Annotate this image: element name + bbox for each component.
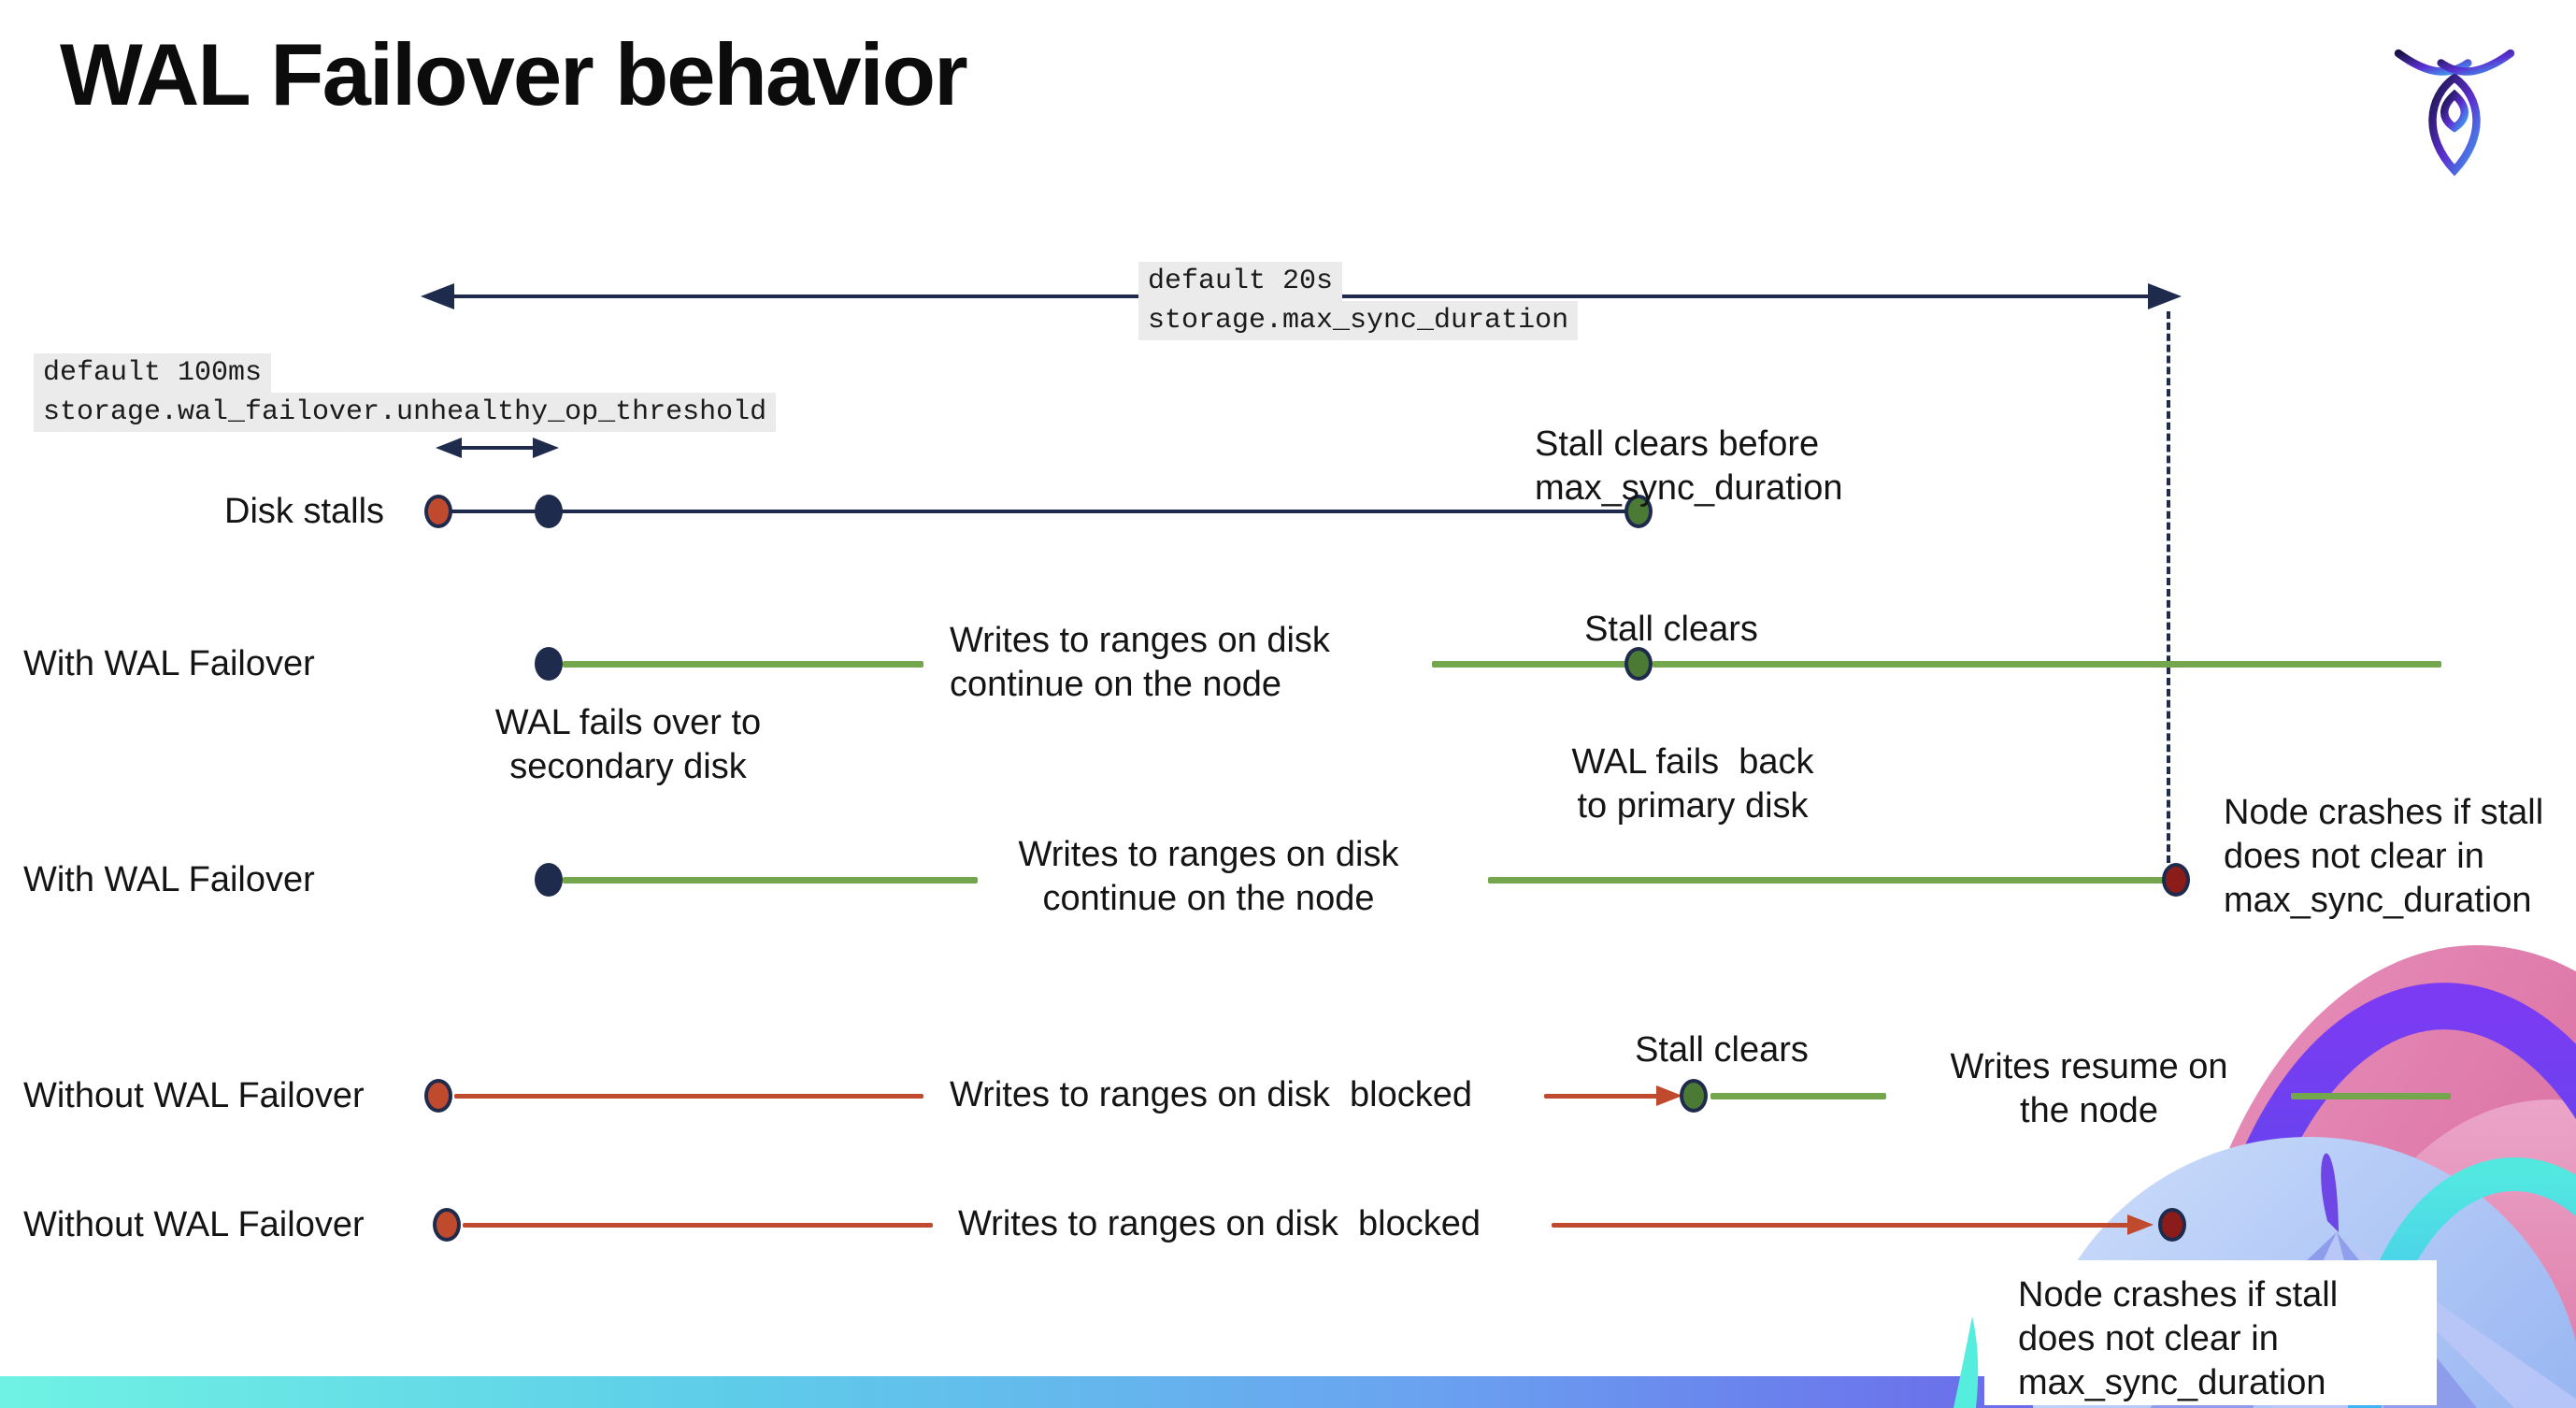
without-wal-a-writes-note: Writes to ranges on disk blocked bbox=[950, 1075, 1473, 1114]
without-wal-b-crash-note: Node crashes if stall does not clear in … bbox=[2018, 1275, 2339, 1402]
page-title: WAL Failover behavior bbox=[60, 25, 968, 123]
crash-dot bbox=[2162, 863, 2190, 897]
crash-note-box: Node crashes if stall does not clear in … bbox=[1984, 1260, 2437, 1405]
without-wal-a-stall-clears-label: Stall clears bbox=[1635, 1030, 1809, 1070]
without-wal-b-arrow-segment bbox=[1552, 1223, 2133, 1228]
row-label-without-wal-a: Without WAL Failover bbox=[23, 1076, 365, 1115]
row-label-disk-stalls: Disk stalls bbox=[224, 492, 385, 531]
unhealthy-op-threshold-arrow-line bbox=[449, 446, 538, 450]
failback-dot bbox=[1624, 647, 1653, 681]
failover-dot-2 bbox=[535, 863, 563, 897]
row-label-with-wal-b: With WAL Failover bbox=[23, 860, 315, 899]
with-wal-a-segment-2 bbox=[1432, 661, 1626, 668]
disk-stalls-timeline bbox=[438, 510, 1639, 513]
threshold-dot bbox=[535, 495, 563, 528]
with-wal-a-segment-3 bbox=[1653, 661, 2441, 668]
writes-resume-note: Writes resume on the node bbox=[1950, 1047, 2228, 1130]
row-label-without-wal-b: Without WAL Failover bbox=[23, 1205, 365, 1244]
unhealthy-op-setting-chip: storage.wal_failover.unhealthy_op_thresh… bbox=[34, 393, 777, 432]
without-wal-b-blocked-segment bbox=[463, 1223, 933, 1228]
with-wal-a-segment-1 bbox=[563, 661, 923, 668]
cockroachdb-logo-icon bbox=[2393, 41, 2516, 178]
small-arrow-head-left-icon bbox=[436, 438, 462, 458]
red-arrow-head-icon bbox=[1656, 1085, 1682, 1106]
with-wal-b-crash-note: Node crashes if stall does not clear in … bbox=[2224, 793, 2544, 920]
red-arrow-head-icon-2 bbox=[2127, 1214, 2154, 1235]
max-sync-default-chip: default 20s bbox=[1138, 262, 1343, 301]
max-sync-setting-chip: storage.max_sync_duration bbox=[1138, 301, 1579, 340]
with-wal-a-stall-clears-label: Stall clears bbox=[1584, 610, 1758, 649]
stall-clear-dot bbox=[1624, 495, 1653, 528]
max-sync-crash-marker-dashed-line bbox=[2167, 311, 2170, 863]
small-arrow-head-right-icon bbox=[533, 438, 559, 458]
row-label-with-wal-a: With WAL Failover bbox=[23, 644, 315, 683]
without-wal-b-writes-note: Writes to ranges on disk blocked bbox=[958, 1204, 1481, 1243]
with-wal-b-writes-note: Writes to ranges on disk continue on the… bbox=[1018, 835, 1399, 918]
failover-dot bbox=[535, 647, 563, 681]
unhealthy-op-default-chip: default 100ms bbox=[34, 353, 272, 393]
with-wal-a-writes-note: Writes to ranges on disk continue on the… bbox=[950, 621, 1330, 704]
without-wal-a-resume-segment-2 bbox=[2291, 1093, 2451, 1099]
stall-start-dot-3 bbox=[433, 1208, 461, 1242]
without-wal-a-blocked-segment bbox=[454, 1094, 923, 1099]
without-wal-a-resume-segment-1 bbox=[1710, 1093, 1886, 1099]
with-wal-b-segment-2 bbox=[1488, 877, 2165, 884]
stall-clear-dot-2 bbox=[1680, 1079, 1708, 1113]
failback-note: WAL fails back to primary disk bbox=[1571, 742, 1814, 826]
crash-dot-2 bbox=[2158, 1208, 2186, 1242]
stall-clears-before-note: Stall clears before max_sync_duration bbox=[1535, 424, 1843, 508]
arrow-head-left-icon bbox=[421, 283, 454, 309]
with-wal-b-segment-1 bbox=[563, 877, 978, 884]
arrow-head-right-icon bbox=[2148, 283, 2182, 309]
stall-start-dot bbox=[424, 495, 452, 528]
without-wal-a-arrow-segment bbox=[1544, 1094, 1664, 1099]
failover-note: WAL fails over to secondary disk bbox=[494, 703, 762, 786]
stall-start-dot-2 bbox=[424, 1079, 452, 1113]
